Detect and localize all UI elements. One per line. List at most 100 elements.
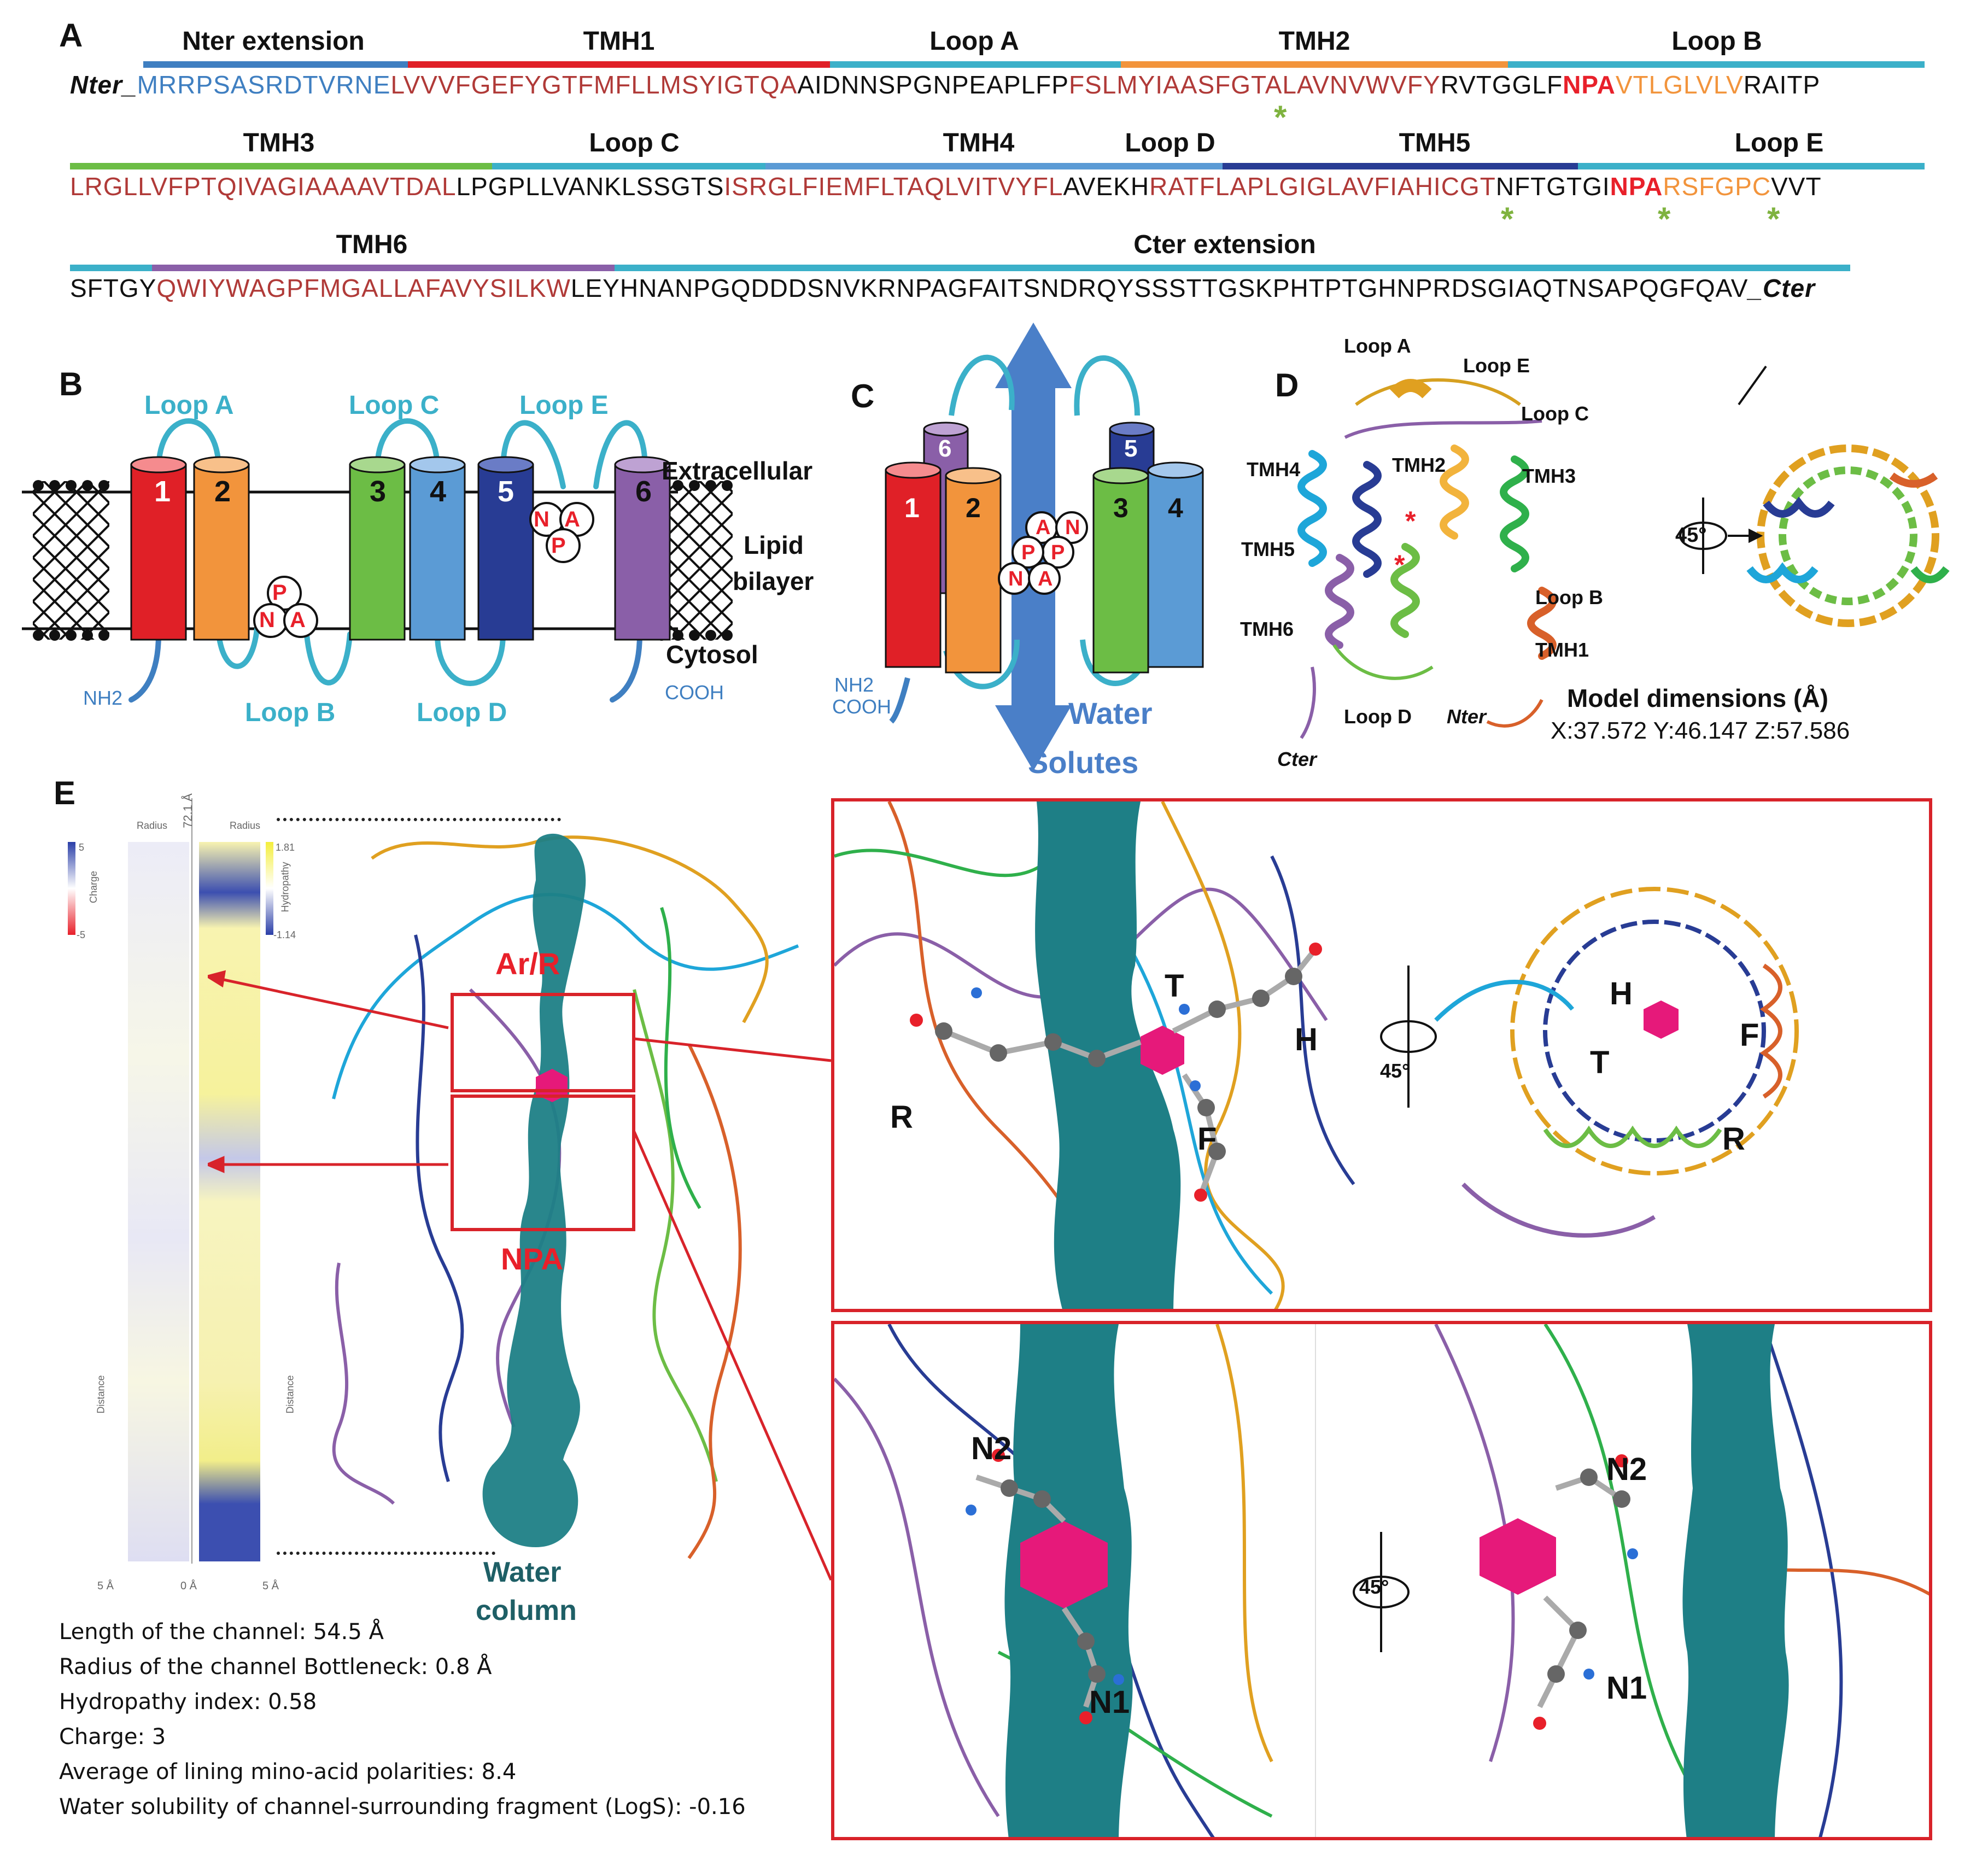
scale-left: 5 Å <box>97 1580 114 1592</box>
label-cooh-c: COOH <box>832 695 891 718</box>
bar-tmh6 <box>152 265 615 271</box>
npa-label: NPA <box>501 1242 564 1276</box>
seq-loopd: AVEKH <box>1063 172 1150 201</box>
npa-b2-p: P <box>551 534 566 558</box>
label-cytosol: Cytosol <box>666 640 758 669</box>
star-4: * <box>1767 201 1780 237</box>
d-tmh6: TMH6 <box>1240 618 1294 640</box>
helix-4-body <box>409 464 466 641</box>
seq-npa-1: NPA <box>1563 71 1616 99</box>
c-npa-a: A <box>1036 516 1051 539</box>
bar-loope <box>1578 163 1925 169</box>
label-tmh2: TMH2 <box>1278 27 1350 56</box>
stat-length: Length of the channel: 54.5 Å <box>59 1619 384 1645</box>
loop-c-path <box>375 418 440 473</box>
d-cter: Cter <box>1277 748 1317 770</box>
panelb-loop-c: Loop C <box>349 391 440 420</box>
loopc-top-left <box>949 354 1015 416</box>
c-npa-n: N <box>1065 516 1080 539</box>
seq-loopa: AIDNNSPGNPEAPLFP <box>797 71 1069 99</box>
hydropathy-profile <box>199 842 260 1561</box>
connector-lines <box>208 970 833 1581</box>
helix-2-body <box>193 464 250 641</box>
res-h: H <box>1295 1022 1318 1057</box>
seq-loope-1: NFTGTGI <box>1495 172 1610 201</box>
profile-axis <box>191 798 192 1564</box>
stat-charge: Charge: 3 <box>59 1724 166 1749</box>
npa-b2-a: A <box>564 507 580 531</box>
sequence-row-3: SFTGYQWIYWAGPFMGALLAFAVYSILKWLEYHNANPGQD… <box>70 273 1815 303</box>
scale-right: 5 Å <box>262 1580 279 1592</box>
distance-label-left: Distance <box>95 1375 107 1414</box>
label-loop-e: Loop E <box>1734 128 1824 157</box>
cooh-tail <box>610 631 642 703</box>
seq-tmh6: QWIYWAGPFMGALLAFAVYSILKW <box>156 274 571 302</box>
c-helix-6: 6 <box>938 435 952 462</box>
d-loop-a: Loop A <box>1344 335 1411 357</box>
lipid-lattice-left <box>33 481 109 640</box>
label-nh2-c: NH2 <box>834 674 874 696</box>
protein-structure: * * <box>1297 365 1950 739</box>
hydro-hi: 1.81 <box>276 842 295 853</box>
ar-r-marker <box>536 1069 568 1102</box>
helix-label-3: 3 <box>370 475 387 508</box>
npa-b2-n: N <box>534 507 549 531</box>
seq-tmh4: ISRGLFIEMFLTAQLVITVYFL <box>724 172 1063 201</box>
zoom-ar-r-art <box>834 801 1799 1309</box>
npa-box <box>451 1095 635 1231</box>
seq-loope-3: VVT <box>1771 172 1822 201</box>
d-nter: Nter <box>1447 705 1487 728</box>
label-tmh5: TMH5 <box>1399 128 1471 157</box>
label-cooh-b: COOH <box>665 681 724 704</box>
seq-pre-tmh6: SFTGY <box>70 274 157 302</box>
d-loop-d: Loop D <box>1344 705 1412 728</box>
c-npa-n2: N <box>1008 567 1024 590</box>
res-t: T <box>1165 968 1184 1004</box>
d-tmh3: TMH3 <box>1522 465 1576 487</box>
sequence-row-1: Nter_MRRPSASRDTVRNELVVVFGEFYGTFMFLLMSYIG… <box>70 70 1820 100</box>
loop-e-path-b <box>593 420 648 489</box>
helix-5-body <box>477 464 534 641</box>
panel-letter-e: E <box>54 775 76 811</box>
bar-tmh3 <box>70 163 492 169</box>
sequence-row-2: LRGLLVFPTQIVAGIAAAAVTDALLPGPLLVANKLSSGTS… <box>70 172 1822 201</box>
res-n2-right: N2 <box>1606 1452 1647 1487</box>
stat-hydropathy: Hydropathy index: 0.58 <box>59 1689 317 1715</box>
helix-1-body <box>130 464 187 641</box>
panelb-loop-d: Loop D <box>417 698 507 727</box>
label-tmh3: TMH3 <box>243 128 315 157</box>
panelb-loop-a: Loop A <box>144 391 234 420</box>
npa-b1-a: A <box>290 608 306 632</box>
label-extracellular: Extracellular <box>662 457 813 485</box>
res-n2: N2 <box>971 1431 1012 1466</box>
panelb-loop-e: Loop E <box>519 391 609 420</box>
hydro-lo: -1.14 <box>273 929 296 940</box>
channel-diagram <box>885 323 1204 771</box>
label-water: Water <box>1068 696 1153 730</box>
res-n1: N1 <box>1089 1684 1130 1720</box>
zoom-npa-art <box>834 1324 1929 1837</box>
radius-label-right: Radius <box>230 820 261 831</box>
stat-polarity: Average of lining mino-acid polarities: … <box>59 1759 517 1784</box>
bar-tmh1 <box>408 61 830 68</box>
d-dims-title: Model dimensions (Å) <box>1567 684 1828 712</box>
loop-e-path-a <box>500 420 566 489</box>
res-r-top: R <box>1722 1121 1745 1157</box>
seq-tmh5: RATFLAPLGIGLAVFIAHICGT <box>1149 172 1496 201</box>
helix-label-4: 4 <box>430 475 447 508</box>
stat-solubility: Water solubility of channel-surrounding … <box>59 1794 746 1819</box>
label-nh2-b: NH2 <box>83 687 123 709</box>
res-h-top: H <box>1610 976 1633 1011</box>
d-dims: X:37.572 Y:46.147 Z:57.586 <box>1551 717 1850 744</box>
nh2-tail-c <box>889 677 910 724</box>
label-loop-c: Loop C <box>589 128 680 157</box>
bar-cter <box>615 265 1850 271</box>
loop-a-path <box>156 418 221 473</box>
star-1: * <box>1274 99 1287 136</box>
seq-loopb-2: VTLGLVLV <box>1615 71 1744 99</box>
c-helix-5: 5 <box>1124 435 1138 462</box>
seq-nter: MRRPSASRDTVRNE <box>137 71 391 99</box>
channel-structure <box>332 833 799 1559</box>
rotation-top: 45° <box>1380 1060 1410 1082</box>
bar-tmh4 <box>765 163 1115 169</box>
